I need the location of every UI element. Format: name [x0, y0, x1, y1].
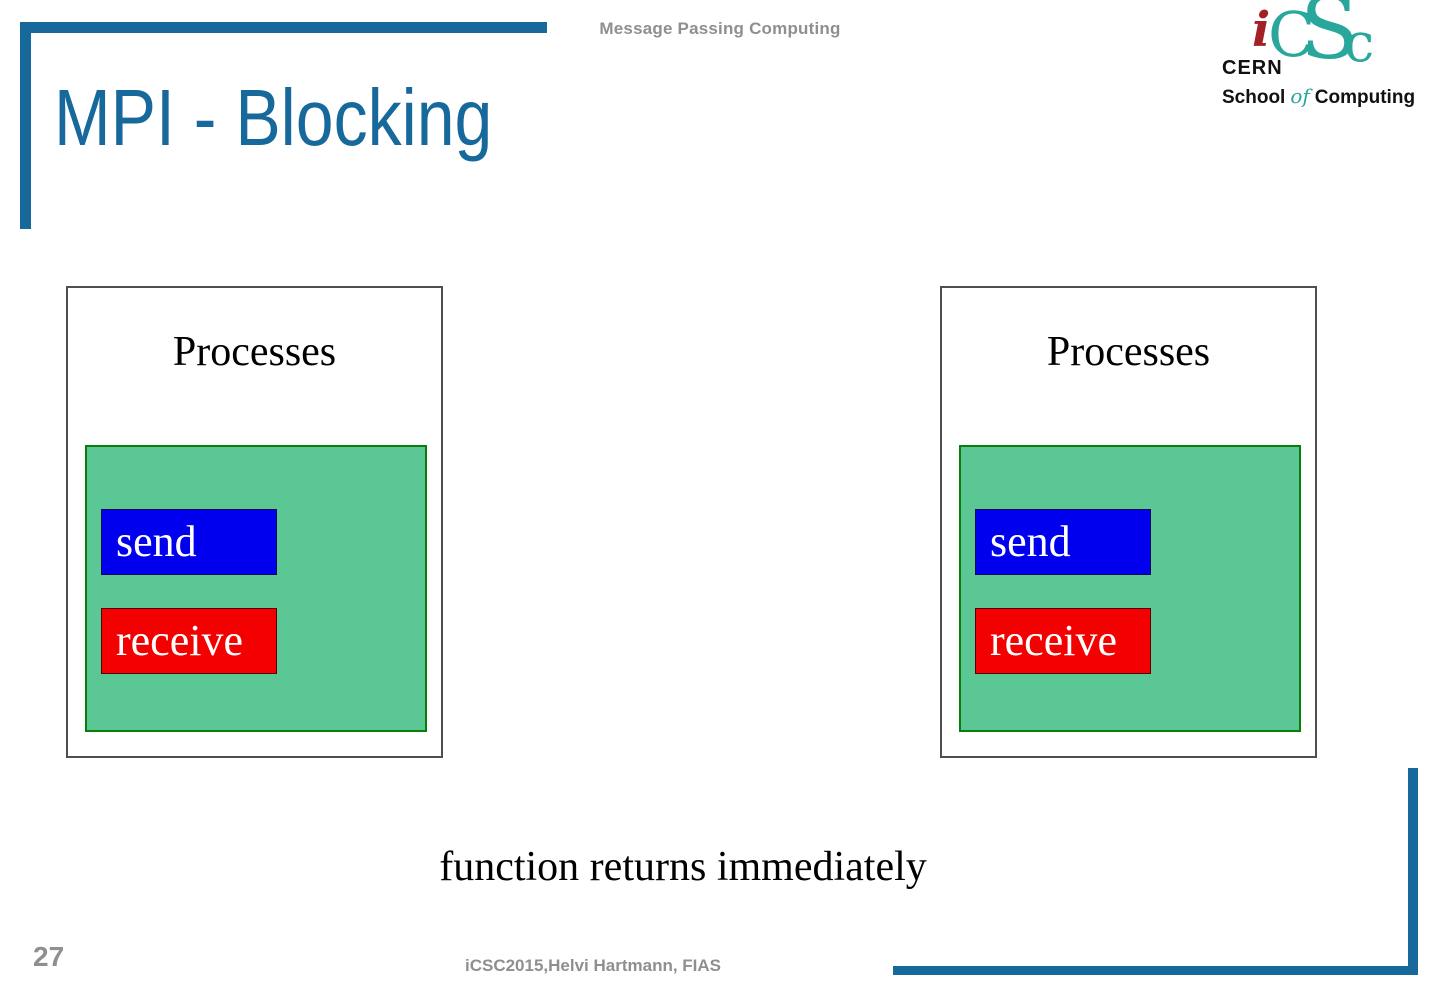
top-left-bracket-vertical: [20, 22, 31, 229]
logo-of-word: of: [1290, 84, 1310, 108]
logo-letter-s: S: [1300, 0, 1359, 79]
logo-letter-c1: C: [1268, 0, 1316, 71]
send-label: send: [990, 517, 1071, 566]
send-box-left: send: [101, 509, 277, 575]
logo-school-word: School: [1222, 87, 1286, 108]
logo-cern-text: CERN: [1222, 57, 1283, 79]
footer-credit: iCSC2015,Helvi Hartmann, FIAS: [464, 956, 722, 975]
process-box-right-green-area: send receive: [959, 445, 1301, 732]
caption-text: function returns immediately: [439, 844, 927, 890]
receive-box-right: receive: [975, 608, 1151, 674]
receive-label: receive: [116, 616, 243, 665]
process-box-left-title: Processes: [172, 329, 337, 375]
slide-header: Message Passing Computing: [599, 19, 841, 38]
process-box-left-green-area: send receive: [85, 445, 427, 732]
page-number: 27: [33, 941, 65, 972]
logo-letter-c2: c: [1344, 11, 1375, 74]
process-box-right-title: Processes: [1046, 329, 1211, 375]
top-left-bracket-horizontal: [20, 22, 547, 33]
send-label: send: [116, 517, 197, 566]
send-box-right: send: [975, 509, 1151, 575]
page-title: MPI - Blocking: [54, 73, 493, 162]
receive-label: receive: [990, 616, 1117, 665]
receive-box-left: receive: [101, 608, 277, 674]
bottom-right-bracket-vertical: [1408, 768, 1418, 975]
logo-computing-word: Computing: [1314, 87, 1416, 108]
process-box-right: Processes send receive: [940, 286, 1317, 758]
bottom-right-bracket-horizontal: [893, 966, 1418, 975]
logo-letter-i: i: [1252, 2, 1271, 58]
process-box-left: Processes send receive: [66, 286, 443, 758]
